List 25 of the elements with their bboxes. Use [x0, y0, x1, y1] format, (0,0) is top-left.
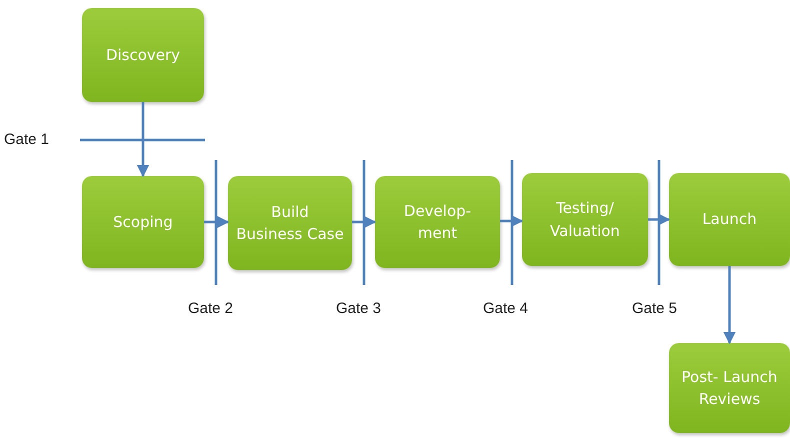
arrow [352, 216, 376, 228]
arrow [723, 266, 736, 344]
gate-label: Gate 4 [483, 300, 528, 317]
step-label: Discovery [106, 44, 180, 66]
step-label: Develop- ment [402, 200, 472, 244]
step-label: Post- Launch Reviews [680, 366, 778, 410]
process-box [82, 176, 204, 268]
arrow [500, 214, 524, 228]
gate-label: Gate 2 [188, 300, 234, 317]
process-box [522, 173, 648, 266]
process-box [669, 173, 790, 266]
arrow [648, 213, 670, 226]
step-label: Build Business Case [236, 202, 344, 245]
step-label: Testing/ Valuation [549, 198, 621, 242]
gate-label: Gate 1 [4, 131, 50, 148]
gate-label: Gate 5 [632, 300, 678, 317]
process-box [669, 343, 790, 433]
step-label: Launch [702, 209, 757, 230]
gate-label: Gate 3 [336, 300, 382, 317]
step-label: Scoping [113, 212, 173, 233]
arrow [136, 102, 150, 178]
process-box [82, 8, 204, 102]
arrow [204, 216, 230, 228]
process-box [228, 176, 352, 270]
process-box [375, 176, 500, 268]
